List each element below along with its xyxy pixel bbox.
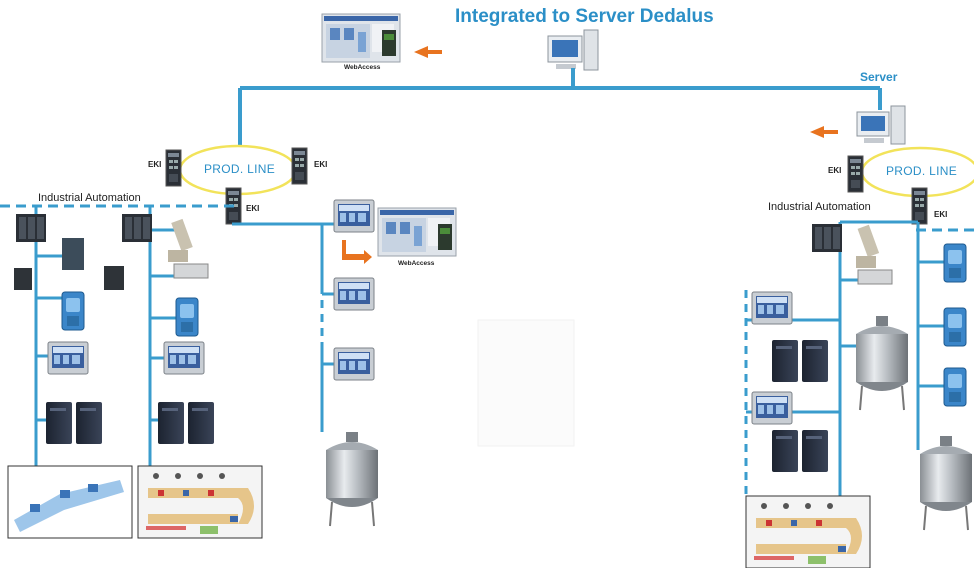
prod-line-label-left: PROD. LINE: [204, 162, 276, 176]
arrow-left-top: [414, 46, 442, 58]
conveyor-schematic: [745, 495, 871, 568]
server-computer-right: [856, 105, 906, 145]
eki-switch: [165, 149, 182, 187]
eki-label: EKI: [246, 204, 260, 213]
drive-unit: [857, 269, 893, 285]
webaccess-caption-mid: WebAccess: [398, 260, 435, 267]
robot-arm: [168, 218, 193, 262]
io-module: [943, 243, 967, 283]
webaccess-screenshot-top: [321, 13, 401, 63]
hmi-panel: [163, 341, 205, 375]
factory-layout-image: [7, 465, 133, 539]
storage-tank: [855, 315, 909, 411]
plc-rack: [16, 214, 46, 242]
eki-label: EKI: [828, 166, 842, 175]
conveyor-schematic: [137, 465, 263, 539]
hmi-panel: [751, 391, 793, 425]
eki-switch: [847, 155, 864, 193]
plc-rack: [812, 224, 842, 252]
arrow-right-mid: [342, 240, 372, 264]
server-computer: [547, 29, 599, 71]
reactor-tank: [325, 431, 379, 527]
cabinets: [772, 340, 828, 382]
reactor-tank: [919, 435, 973, 531]
eki-label: EKI: [314, 160, 328, 169]
plc-rack: [122, 214, 152, 242]
io-module: [943, 367, 967, 407]
industrial-automation-label-right: Industrial Automation: [768, 201, 871, 213]
servo-motor: [14, 268, 32, 290]
network-lines-right: [744, 220, 974, 496]
hmi-panel: [751, 291, 793, 325]
io-module: [61, 291, 85, 331]
network-backbone: [238, 68, 882, 146]
robot-arm: [856, 224, 880, 268]
diagram-title: Integrated to Server Dedalus: [455, 6, 714, 27]
io-module: [943, 307, 967, 347]
blank-placeholder: [477, 319, 575, 447]
cabinets: [772, 430, 828, 472]
hmi-panel: [47, 341, 89, 375]
servo-motor: [104, 266, 124, 290]
webaccess-caption-top: WebAccess: [344, 64, 381, 71]
cabinets: [46, 402, 102, 444]
hmi-panel: [333, 277, 375, 311]
eki-switch: [911, 187, 928, 225]
hmi-panel: [333, 199, 375, 233]
hmi-panel: [333, 347, 375, 381]
eki-label: EKI: [148, 160, 162, 169]
drive-unit: [173, 263, 209, 279]
eki-switch: [291, 147, 308, 185]
io-module: [175, 297, 199, 337]
webaccess-screenshot-mid: [377, 207, 457, 257]
eki-label: EKI: [934, 210, 948, 219]
cabinets: [158, 402, 214, 444]
server-label: Server: [860, 70, 898, 84]
arrow-left-right: [810, 126, 838, 138]
prod-line-label-right: PROD. LINE: [886, 164, 958, 178]
power-supply: [62, 238, 84, 270]
industrial-automation-label-left: Industrial Automation: [38, 192, 141, 204]
